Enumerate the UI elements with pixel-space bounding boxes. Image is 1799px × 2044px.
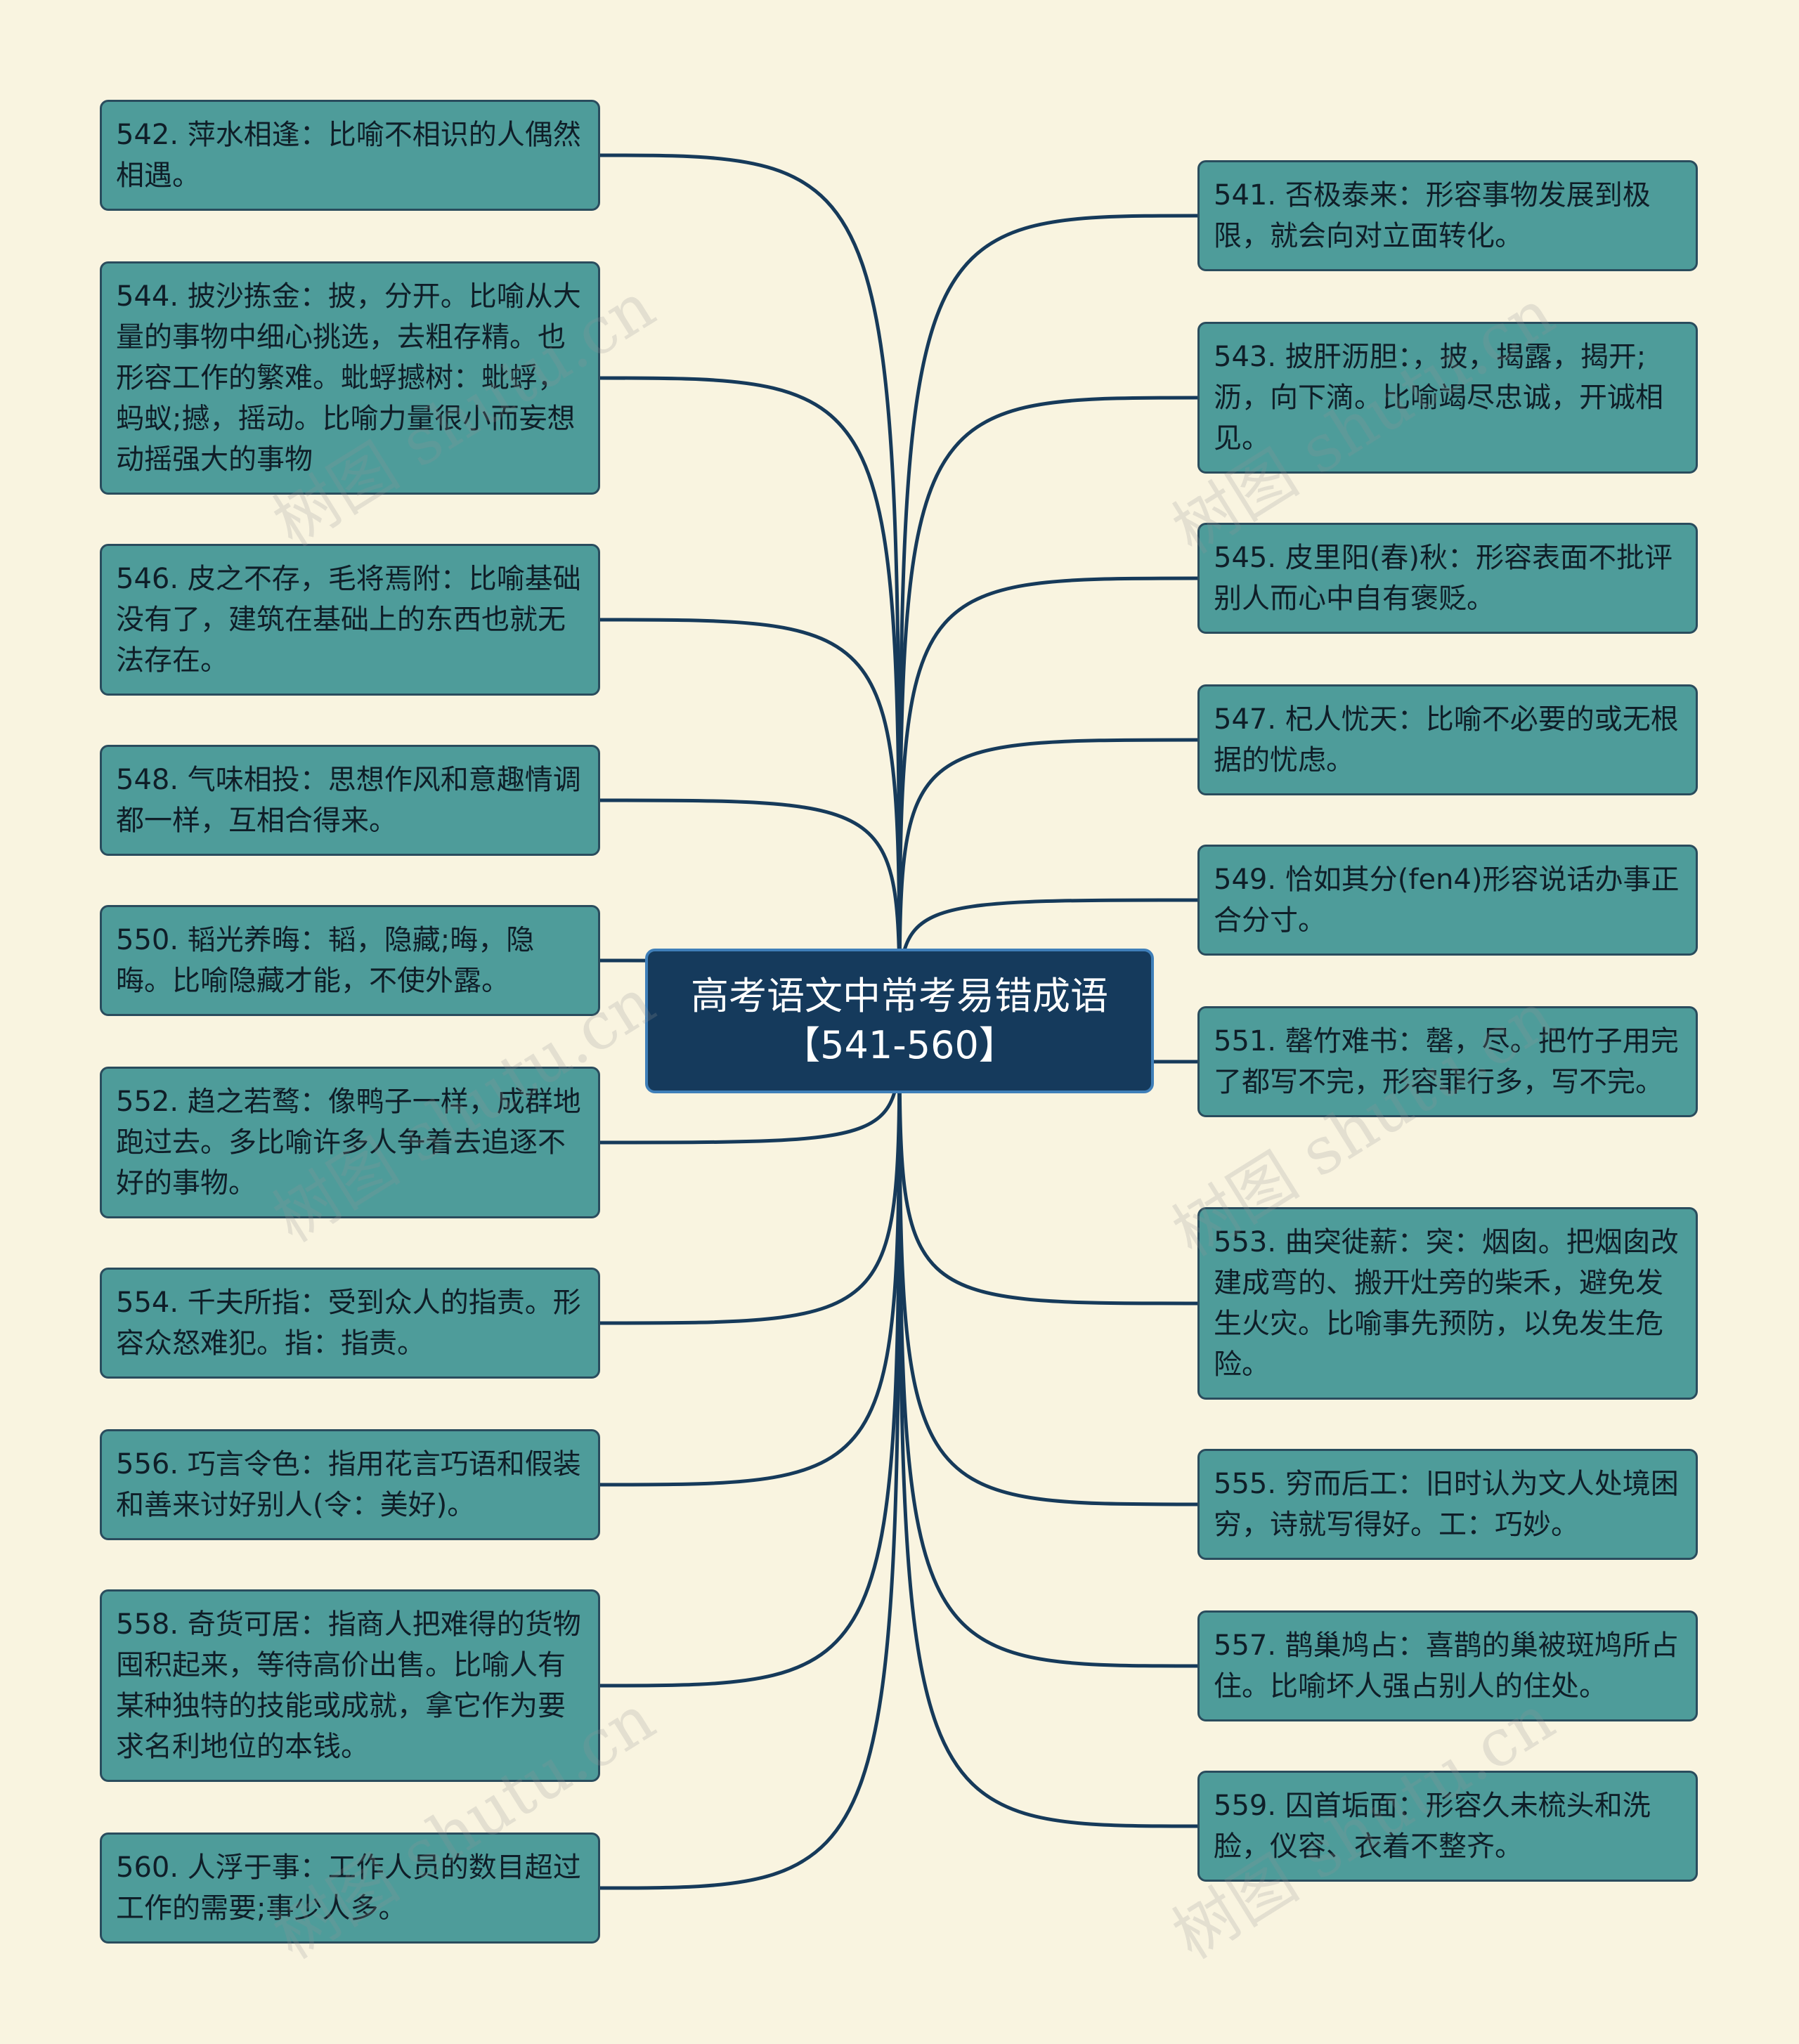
connector-line bbox=[897, 1020, 1198, 1506]
central-topic-title: 高考语文中常考易错成语 bbox=[691, 974, 1108, 1018]
connector-line bbox=[599, 1020, 902, 1688]
connector-line bbox=[599, 153, 902, 1022]
node-555[interactable]: 555. 穷而后工：旧时认为文人处境困穷，诗就写得好。工：巧妙。 bbox=[1197, 1449, 1698, 1560]
connector-line bbox=[599, 376, 902, 1022]
node-544[interactable]: 544. 披沙拣金：披，分开。比喻从大量的事物中细心挑选，去粗存精。也形容工作的… bbox=[100, 261, 600, 495]
node-546[interactable]: 546. 皮之不存，毛将焉附：比喻基础没有了，建筑在基础上的东西也就无法存在。 bbox=[100, 544, 600, 696]
node-549[interactable]: 549. 恰如其分(fen4)形容说话办事正合分寸。 bbox=[1197, 845, 1698, 956]
node-550[interactable]: 550. 韬光养晦：韬，隐藏;晦，隐晦。比喻隐藏才能，不使外露。 bbox=[100, 905, 600, 1016]
connector-line bbox=[599, 1020, 902, 1890]
connector-line bbox=[897, 738, 1198, 1022]
node-542[interactable]: 542. 萍水相逢：比喻不相识的人偶然相遇。 bbox=[100, 100, 600, 211]
node-559[interactable]: 559. 囚首垢面：形容久未梳头和洗脸，仪容、衣着不整齐。 bbox=[1197, 1771, 1698, 1882]
node-543[interactable]: 543. 披肝沥胆：，披，揭露，揭开;沥，向下滴。比喻竭尽忠诚，开诚相见。 bbox=[1197, 322, 1698, 474]
node-545[interactable]: 545. 皮里阳(春)秋：形容表面不批评别人而心中自有褒贬。 bbox=[1197, 523, 1698, 634]
central-topic-range: 【541-560】 bbox=[782, 1023, 1017, 1067]
node-551[interactable]: 551. 罄竹难书：罄，尽。把竹子用完了都写不完，形容罪行多，写不完。 bbox=[1197, 1006, 1698, 1117]
node-552[interactable]: 552. 趋之若鹜：像鸭子一样，成群地跑过去。多比喻许多人争着去追逐不好的事物。 bbox=[100, 1067, 600, 1218]
node-547[interactable]: 547. 杞人忧天：比喻不必要的或无根据的忧虑。 bbox=[1197, 684, 1698, 795]
connector-line bbox=[897, 1020, 1198, 1828]
node-558[interactable]: 558. 奇货可居：指商人把难得的货物囤积起来，等待高价出售。比喻人有某种独特的… bbox=[100, 1589, 600, 1782]
connector-line bbox=[897, 396, 1198, 1022]
connector-line bbox=[897, 576, 1198, 1022]
central-topic[interactable]: 高考语文中常考易错成语 【541-560】 bbox=[645, 949, 1154, 1093]
node-548[interactable]: 548. 气味相投：思想作风和意趣情调都一样，互相合得来。 bbox=[100, 745, 600, 856]
node-557[interactable]: 557. 鹊巢鸠占：喜鹊的巢被斑鸠所占住。比喻坏人强占别人的住处。 bbox=[1197, 1610, 1698, 1721]
node-541[interactable]: 541. 否极泰来：形容事物发展到极限，就会向对立面转化。 bbox=[1197, 160, 1698, 271]
node-554[interactable]: 554. 千夫所指：受到众人的指责。形容众怒难犯。指：指责。 bbox=[100, 1268, 600, 1379]
node-556[interactable]: 556. 巧言令色：指用花言巧语和假装和善来讨好别人(令：美好)。 bbox=[100, 1429, 600, 1540]
connector-line bbox=[897, 1020, 1198, 1668]
node-560[interactable]: 560. 人浮于事：工作人员的数目超过工作的需要;事少人多。 bbox=[100, 1833, 600, 1944]
node-553[interactable]: 553. 曲突徙薪：突：烟囱。把烟囱改建成弯的、搬开灶旁的柴禾，避免发生火灾。比… bbox=[1197, 1207, 1698, 1400]
